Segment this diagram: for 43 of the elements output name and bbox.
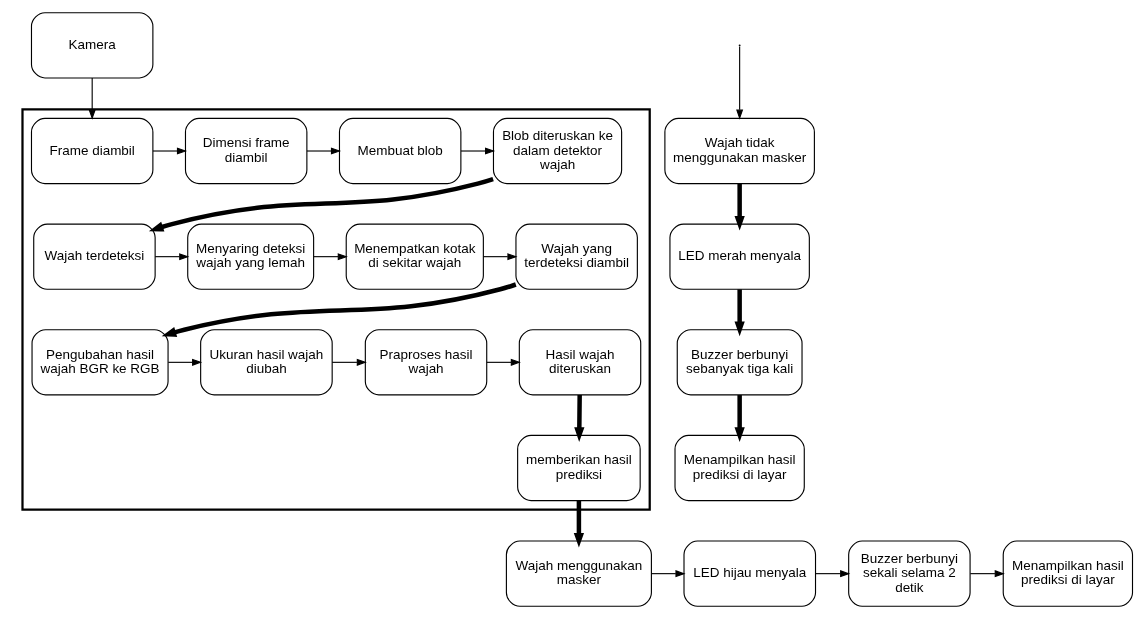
node-box: Dimensi frame diambil <box>184 117 307 185</box>
arrow <box>312 253 348 261</box>
node-box: Menempatkan kotak di sekitar wajah <box>345 223 484 290</box>
node-box: Menampilkan hasil prediksi di layar <box>1002 540 1133 607</box>
arrow <box>88 77 96 120</box>
node-box: Buzzer berbunyi sebanyak tiga kali <box>676 329 803 396</box>
arrow <box>148 176 494 232</box>
node-box: Menampilkan hasil prediksi di layar <box>673 434 805 502</box>
arrow <box>331 358 367 366</box>
arrow <box>305 147 341 155</box>
node-box: Pengubahan hasil wajah BGR ke RGB <box>31 329 169 396</box>
node-box: Wajah yang terdeteksi diambil <box>514 223 638 290</box>
arrow <box>734 395 745 442</box>
arrow <box>735 46 743 120</box>
node-box: Frame diambil <box>30 117 153 185</box>
arrow <box>650 570 686 578</box>
node-box: Praproses hasil wajah <box>364 329 487 396</box>
node-box: Menyaring deteksi wajah yang lemah <box>186 223 314 290</box>
node-box: LED hijau menyala <box>682 540 816 607</box>
arrow <box>573 500 584 548</box>
arrow <box>969 570 1005 578</box>
arrow <box>485 358 521 366</box>
node-box: memberikan hasil prediksi <box>516 434 641 502</box>
node-box: Ukuran hasil wajah diubah <box>199 329 333 396</box>
node-box: Buzzer berbunyi sekali selama 2 detik <box>847 540 971 607</box>
arrow <box>167 358 202 366</box>
node-box: Kamera <box>30 12 153 79</box>
arrow <box>154 253 189 261</box>
arrow <box>734 289 745 337</box>
node-box: LED merah menyala <box>668 223 810 290</box>
node-box: Blob diteruskan ke dalam detektor wajah <box>492 117 622 185</box>
arrow <box>459 147 495 155</box>
arrow <box>814 570 850 578</box>
node-box: Membuat blob <box>338 117 461 185</box>
arrow <box>573 395 584 442</box>
arrow <box>151 147 187 155</box>
node-box: Wajah tidak menggunakan masker <box>663 117 815 185</box>
node-box: Wajah menggunakan masker <box>505 540 652 607</box>
node-box: Hasil wajah diteruskan <box>518 329 641 396</box>
arrow <box>734 183 745 231</box>
arrow <box>482 253 517 261</box>
node-box: Wajah terdeteksi <box>32 223 156 290</box>
arrow <box>161 282 517 337</box>
